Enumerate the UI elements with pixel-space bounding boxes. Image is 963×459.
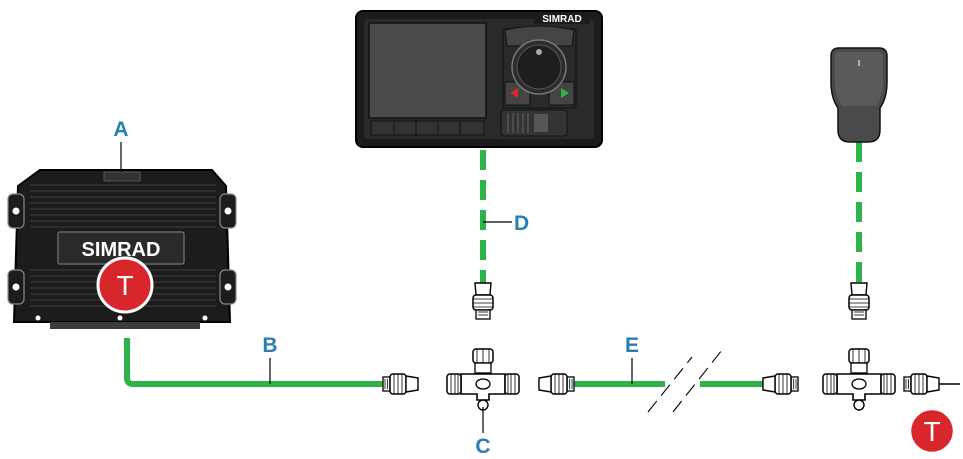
n2k-tee-icon [446, 348, 520, 411]
n2k-connector-icon [848, 282, 870, 320]
controller-brand-text: SIMRAD [542, 14, 581, 25]
callout-d: D [514, 212, 529, 235]
backbone-cable-e [574, 349, 764, 413]
callout-a: A [113, 118, 128, 141]
terminator-icon: T [96, 256, 154, 314]
brand-logo-text: SIMRAD [82, 239, 161, 261]
n2k-connector-icon [538, 373, 575, 395]
backbone-cable-b [124, 338, 383, 387]
cable-break-mark [647, 356, 693, 413]
port-arrow-icon [510, 88, 518, 98]
autopilot-controller: SIMRAD [355, 10, 603, 148]
terminator-label: T [116, 270, 133, 301]
autopilot-computer: SIMRAD [7, 169, 237, 329]
starboard-arrow-icon [561, 88, 569, 98]
n2k-connector-icon [903, 373, 940, 395]
n2k-tee-icon [822, 348, 896, 411]
cable-break-mark [672, 349, 723, 413]
terminator-label: T [923, 416, 940, 447]
heading-sensor [830, 47, 888, 143]
callout-e: E [625, 334, 639, 357]
n2k-connector-icon [762, 373, 799, 395]
terminator-icon: T [908, 407, 956, 455]
n2k-connector-icon [382, 373, 419, 395]
callout-c: C [475, 435, 490, 458]
n2k-connector-icon [472, 282, 494, 320]
callout-b: B [262, 334, 277, 357]
